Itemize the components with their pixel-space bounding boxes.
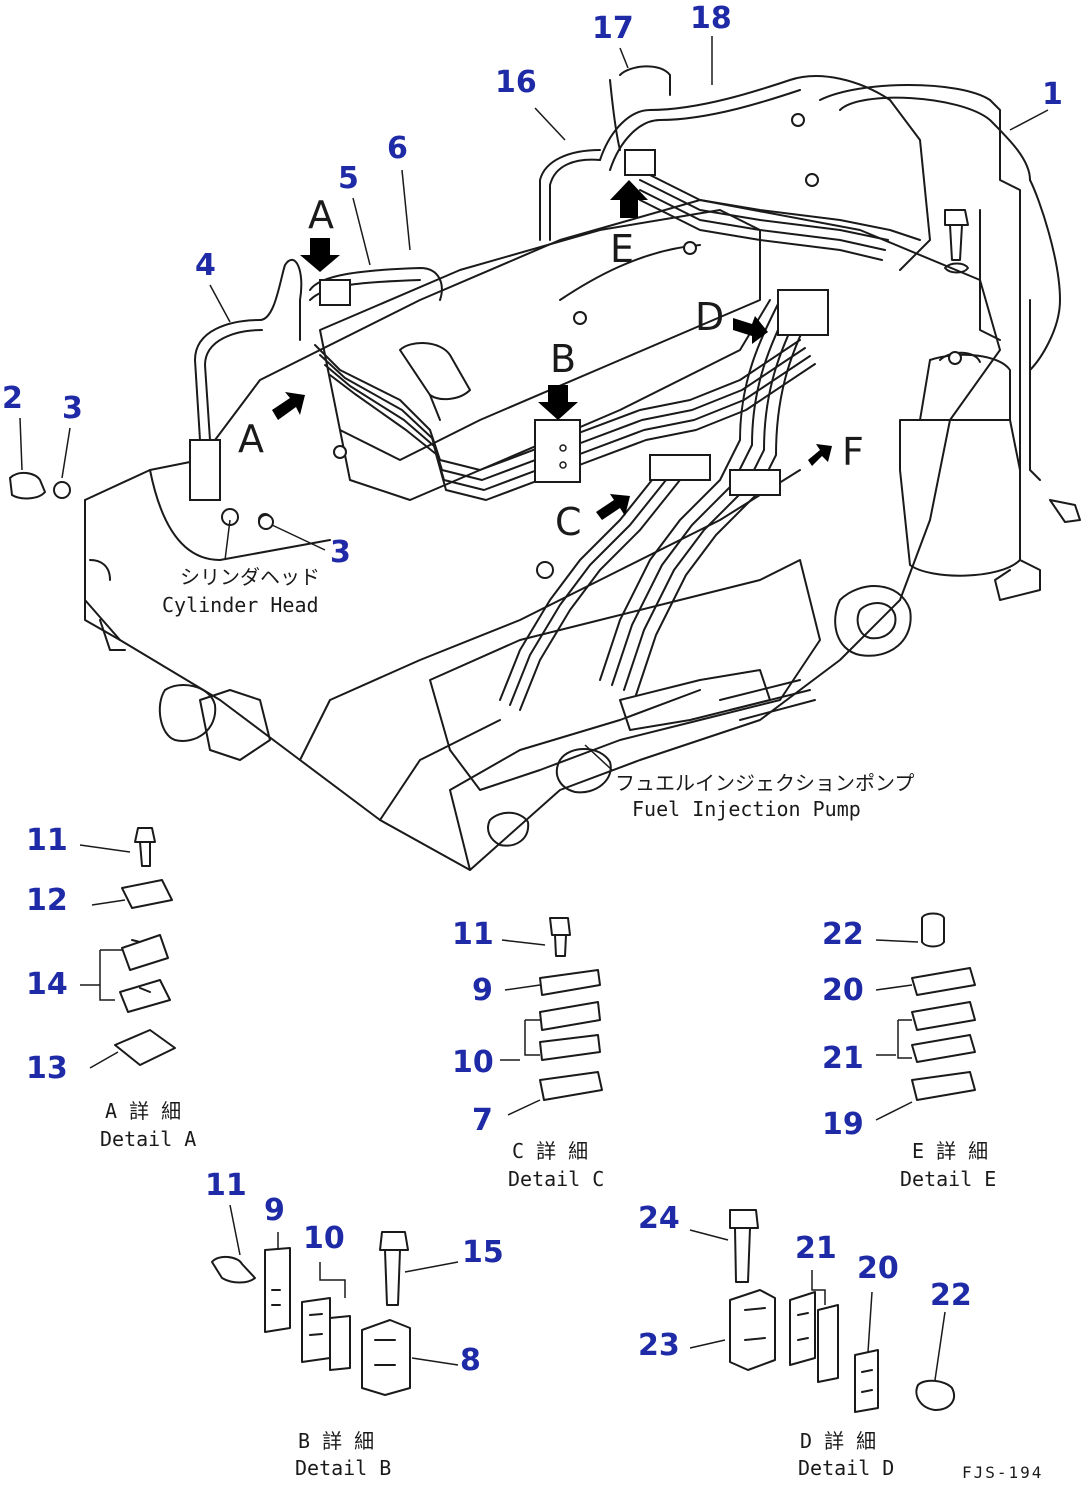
detail-c-jp-caption: C 詳 細 — [512, 1139, 588, 1163]
clamp-d — [777, 289, 829, 336]
arrow-a-down — [300, 238, 340, 272]
callout-11-detail-c: 11 — [452, 917, 494, 952]
callout-4: 4 — [195, 248, 216, 283]
detail-c-caption: Detail C — [508, 1167, 604, 1191]
detail-d-caption: Detail D — [798, 1456, 894, 1480]
detail-b-jp-caption: B 詳 細 — [298, 1429, 374, 1453]
arrow-a-side — [272, 392, 305, 420]
detail-e-jp-caption: E 詳 細 — [912, 1139, 988, 1163]
callout-2: 2 — [2, 381, 23, 416]
clamp-b — [534, 419, 581, 483]
fuel-pump-label: Fuel Injection Pump — [632, 797, 861, 821]
callout-21-detail-d: 21 — [795, 1231, 837, 1266]
clamp-f — [729, 469, 781, 496]
callout-24: 24 — [638, 1201, 680, 1236]
view-arrows — [272, 180, 832, 520]
arrow-f — [808, 444, 832, 466]
callout-10-detail-c: 10 — [452, 1045, 494, 1080]
callout-8: 8 — [460, 1343, 481, 1378]
callout-9-detail-c: 9 — [472, 973, 493, 1008]
fuel-pipes — [194, 65, 1061, 711]
view-letter-e: E — [610, 227, 634, 271]
detail-a-caption: Detail A — [100, 1127, 196, 1151]
view-letters: A A B C D E F — [238, 193, 864, 544]
callout-13: 13 — [26, 1051, 68, 1086]
detail-e: 22 20 21 19 E 詳 細 Detail E — [822, 912, 996, 1191]
detail-b: 11 9 10 15 8 B 詳 細 Detail B — [205, 1168, 504, 1480]
callout-11-detail-b: 11 — [205, 1168, 247, 1203]
arrow-b — [538, 385, 578, 420]
cylinder-head-jp-label: シリンダヘッド — [180, 565, 320, 589]
arrow-c — [596, 494, 630, 520]
callout-1: 1 — [1042, 77, 1063, 112]
callout-7: 7 — [472, 1103, 493, 1138]
callout-17: 17 — [592, 11, 634, 46]
clamp-a — [189, 439, 221, 501]
main-callouts: 1 2 3 3 4 5 6 16 17 18 — [2, 1, 1063, 570]
view-letter-b: B — [550, 337, 576, 381]
callout-3b: 3 — [330, 535, 351, 570]
callout-3a: 3 — [62, 391, 83, 426]
view-letter-d: D — [695, 295, 724, 339]
detail-d-jp-caption: D 詳 細 — [800, 1429, 876, 1453]
callout-9-detail-b: 9 — [264, 1193, 285, 1228]
callout-20-detail-d: 20 — [857, 1251, 899, 1286]
view-letter-a: A — [238, 417, 264, 461]
detail-e-caption: Detail E — [900, 1167, 996, 1191]
callout-19: 19 — [822, 1107, 864, 1142]
callout-6: 6 — [387, 131, 408, 166]
view-letter-f: F — [842, 430, 864, 474]
clamp-e — [624, 149, 656, 176]
callout-15: 15 — [462, 1235, 504, 1270]
callout-11-detail-a: 11 — [26, 823, 68, 858]
callout-20-detail-e: 20 — [822, 973, 864, 1008]
callout-14: 14 — [26, 967, 68, 1002]
callout-23: 23 — [638, 1328, 680, 1363]
callout-21-detail-e: 21 — [822, 1041, 864, 1076]
drawing-code: FJS-194 — [962, 1463, 1043, 1482]
callout-22-detail-e: 22 — [822, 917, 864, 952]
callout-18: 18 — [690, 1, 732, 36]
callout-22-detail-d: 22 — [930, 1278, 972, 1313]
view-letter-a-top: A — [308, 193, 334, 237]
arrow-d — [733, 316, 768, 344]
detail-d: 24 21 20 22 23 D 詳 細 Detail D — [638, 1201, 972, 1480]
detail-b-caption: Detail B — [295, 1456, 391, 1480]
detail-c: 11 9 10 7 C 詳 細 Detail C — [452, 917, 604, 1191]
arrow-e — [610, 180, 648, 218]
clamp-c — [649, 454, 711, 481]
callout-5: 5 — [338, 161, 359, 196]
callout-16: 16 — [495, 65, 537, 100]
view-letter-c: C — [555, 500, 582, 544]
detail-a: 11 12 14 13 A 詳 細 Detail A — [26, 823, 196, 1151]
assembly-clamps — [189, 113, 962, 579]
part-labels: シリンダヘッド Cylinder Head フュエルインジェクションポンプ Fu… — [162, 519, 914, 821]
callout-10-detail-b: 10 — [303, 1221, 345, 1256]
fuel-pump-jp-label: フュエルインジェクションポンプ — [615, 771, 914, 795]
callout-12: 12 — [26, 883, 68, 918]
engine-block — [84, 99, 1081, 871]
cylinder-head-label: Cylinder Head — [162, 593, 319, 617]
detail-a-jp-caption: A 詳 細 — [105, 1099, 181, 1123]
